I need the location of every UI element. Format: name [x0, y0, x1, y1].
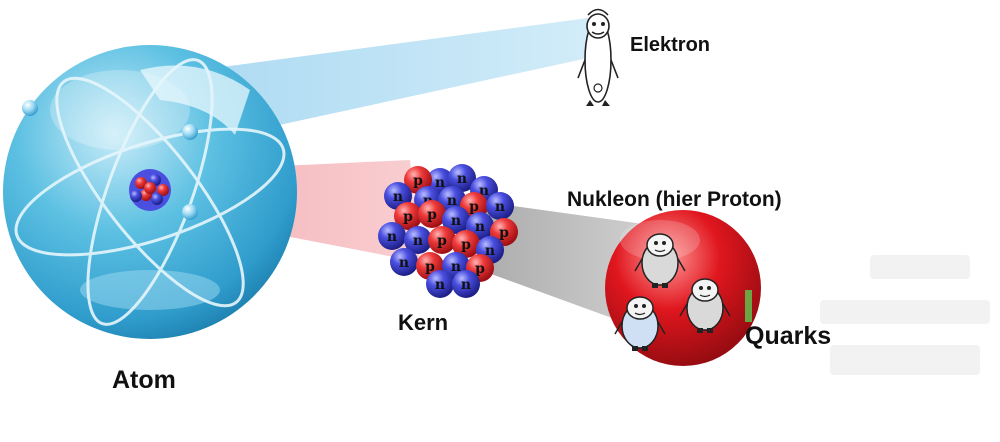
quark-figure-icon — [634, 233, 686, 288]
proton-letter: p — [425, 259, 435, 275]
neutron-letter: n — [435, 277, 445, 293]
kern-label: Kern — [398, 310, 449, 335]
neutron-letter: n — [387, 229, 397, 245]
neutron-letter: n — [457, 171, 467, 187]
neutron-ball — [442, 206, 470, 234]
proton-ball — [428, 226, 456, 254]
kern-nucleus-cluster: npnnnnnpnppnnpnnppnnpnpnn — [378, 164, 518, 298]
proton-ball — [452, 230, 480, 258]
neutron-letter: n — [485, 243, 495, 259]
neutron-ball — [452, 270, 480, 298]
nukleon-label: Nukleon (hier Proton) — [567, 188, 782, 211]
quarks-label: Quarks — [745, 322, 832, 350]
neutron-letter: n — [495, 199, 505, 215]
atom-label: Atom — [112, 366, 176, 394]
proton-letter: p — [403, 209, 413, 225]
neutron-letter: n — [461, 277, 471, 293]
neutron-letter: n — [399, 255, 409, 271]
electron-figure-icon — [577, 8, 619, 106]
proton-letter: p — [427, 207, 437, 223]
neutron-letter: n — [447, 193, 457, 209]
neutron-ball — [426, 270, 454, 298]
neutron-ball — [448, 164, 476, 192]
quark-figure-icon — [679, 278, 731, 333]
proton-letter: p — [469, 199, 479, 215]
electron-zoom-beam — [200, 18, 588, 140]
neutron-letter: n — [393, 189, 403, 205]
neutron-letter: n — [475, 219, 485, 235]
neutron-ball — [486, 192, 514, 220]
neutron-ball — [390, 248, 418, 276]
atom-nucleus — [129, 169, 171, 211]
proton-ball — [418, 200, 446, 228]
neutron-letter: n — [479, 183, 489, 199]
neutron-ball — [378, 222, 406, 250]
proton-ball — [394, 202, 422, 230]
neutron-ball — [404, 226, 432, 254]
neutron-letter: n — [435, 175, 445, 191]
proton-letter: p — [413, 173, 423, 189]
background-watermark — [820, 255, 990, 375]
electron-dot — [182, 124, 198, 140]
neutron-letter: n — [413, 233, 423, 249]
quark-figure-icon — [614, 296, 666, 351]
electron-dot — [22, 100, 38, 116]
elektron-label: Elektron — [630, 34, 711, 56]
neutron-letter: n — [451, 213, 461, 229]
electron-dot — [182, 204, 198, 220]
neutron-letter: n — [451, 259, 461, 275]
proton-letter: p — [437, 233, 447, 249]
proton-letter: p — [461, 237, 471, 253]
proton-letter: p — [499, 225, 509, 241]
quark-figures — [614, 233, 731, 351]
proton-letter: p — [475, 261, 485, 277]
